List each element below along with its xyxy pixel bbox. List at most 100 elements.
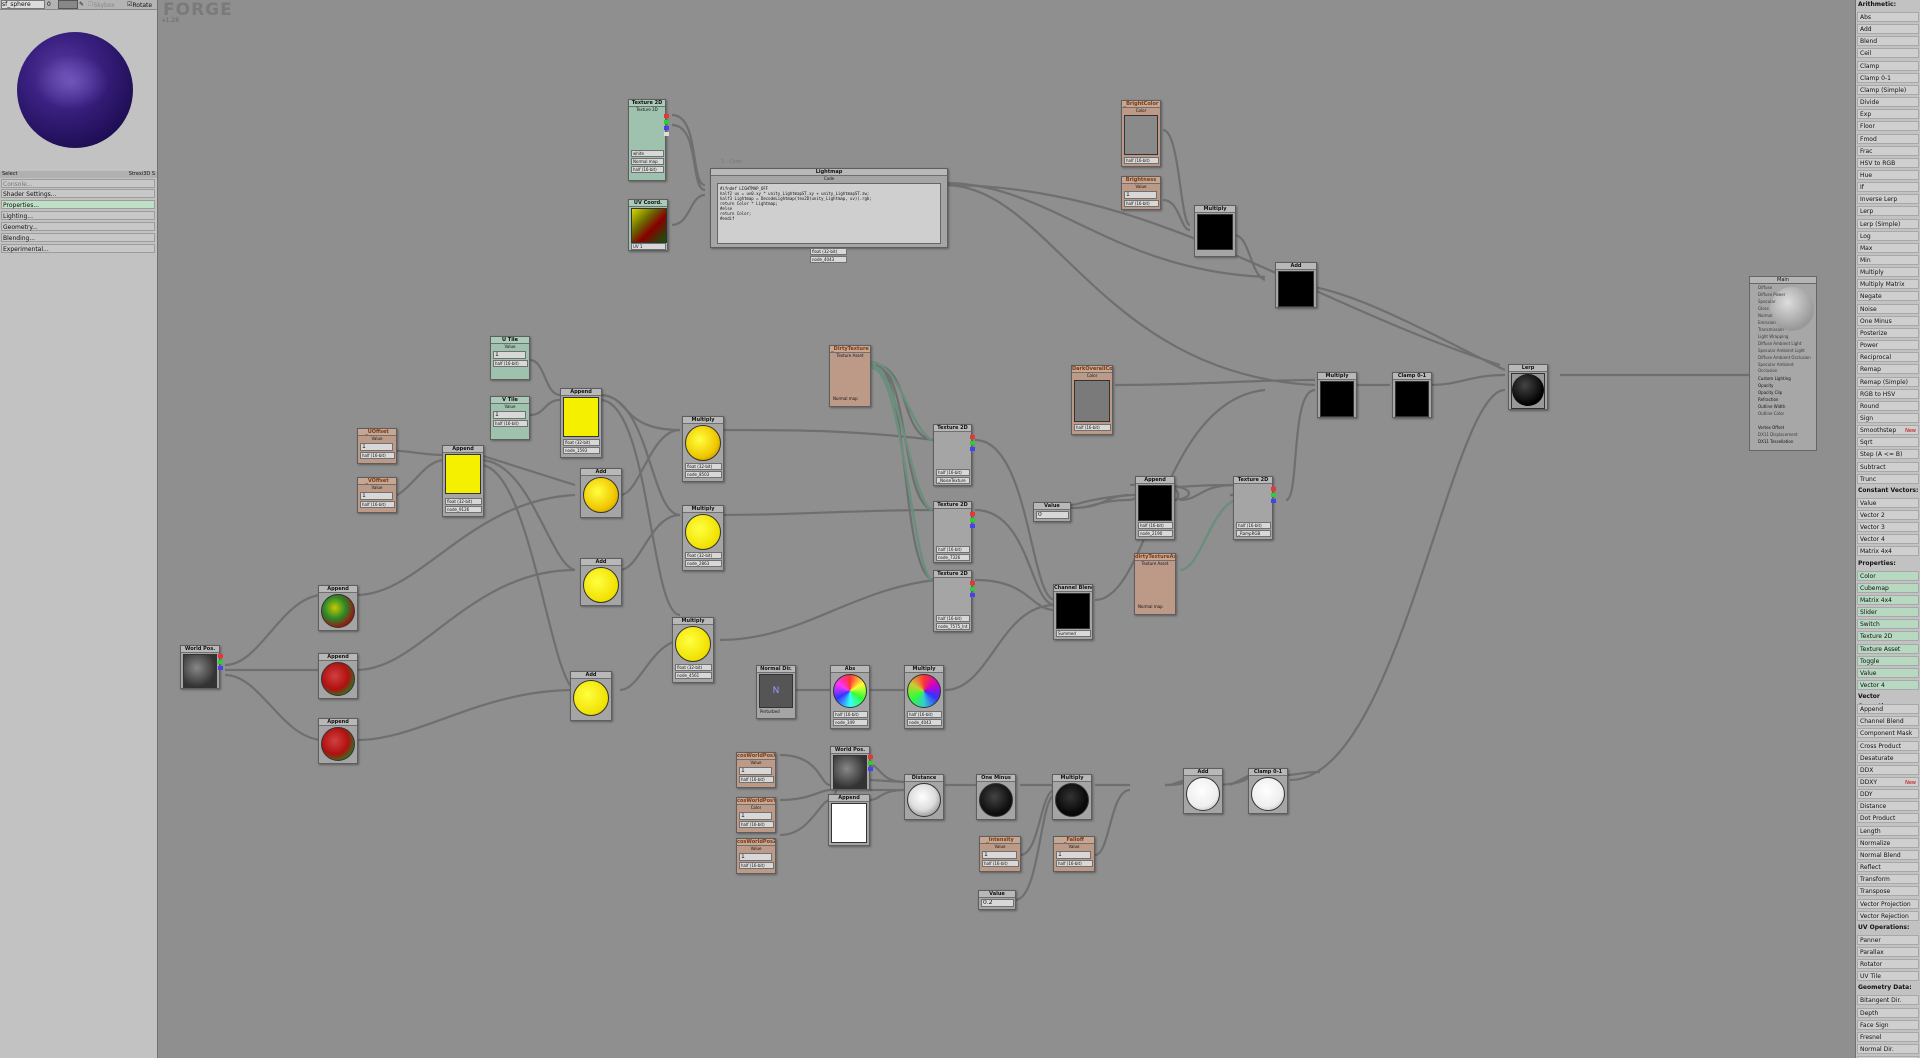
mesh-selector[interactable]: sf_sphere xyxy=(1,0,45,9)
node-library-item[interactable]: Subtract xyxy=(1857,461,1919,472)
worldpos-node[interactable]: World Pos. xyxy=(830,746,873,790)
precision-field[interactable]: half (16-bit) xyxy=(936,615,970,622)
lightmap-node-name[interactable]: node_4043 xyxy=(810,256,847,263)
value-field[interactable]: 1 xyxy=(982,851,1017,859)
perturbed-checkbox[interactable]: Perturbed xyxy=(760,709,780,714)
value-node[interactable]: Value 0.2 xyxy=(978,890,1016,910)
append-node[interactable]: Append xyxy=(318,653,358,699)
node-name-field[interactable]: node_2863 xyxy=(685,560,722,567)
precision-field[interactable]: half (16-bit) xyxy=(1056,860,1093,867)
output-row[interactable]: Custom Lighting xyxy=(1758,376,1791,381)
socket-r[interactable] xyxy=(970,435,975,439)
value-field[interactable]: 1 xyxy=(493,351,526,359)
experimental-tab[interactable]: Experimental... xyxy=(1,244,155,253)
socket-b[interactable] xyxy=(218,666,223,670)
node-library-item[interactable]: Texture 2D xyxy=(1857,631,1919,642)
value-node[interactable]: Value 0 xyxy=(1033,502,1071,522)
socket-r[interactable] xyxy=(1271,487,1276,491)
precision-field[interactable]: half (16-bit) xyxy=(1236,522,1271,529)
node-library-item[interactable]: Lerp (Simple) xyxy=(1857,218,1919,229)
socket-g[interactable] xyxy=(1271,493,1276,497)
node-library-item[interactable]: Face Sign xyxy=(1857,1019,1919,1030)
distance-node[interactable]: Distance xyxy=(904,774,944,820)
falloff-node[interactable]: _Falloff Value 1 half (16-bit) xyxy=(1053,836,1095,872)
node-library-item[interactable]: Normal Blend xyxy=(1857,849,1919,860)
node-library-item[interactable]: Fresnel xyxy=(1857,1031,1919,1042)
node-library-item[interactable]: Depth xyxy=(1857,1007,1919,1018)
texture2d-node[interactable]: Texture 2D half (16-bit) _NoiseTexture xyxy=(933,424,975,486)
output-row[interactable]: Transmission xyxy=(1758,327,1784,332)
value-field[interactable]: 1 xyxy=(360,492,393,500)
socket-r[interactable] xyxy=(970,581,975,585)
socket-r[interactable] xyxy=(970,512,975,516)
node-library-item[interactable]: Value xyxy=(1857,667,1919,678)
lightmap-precision[interactable]: float (32-bit) xyxy=(810,248,847,255)
output-row[interactable]: Normal xyxy=(1758,313,1773,318)
node-name-field[interactable]: _RampRGB xyxy=(1236,530,1271,537)
precision-field[interactable]: half (16-bit) xyxy=(833,711,868,718)
node-library-item[interactable]: Vector 4 xyxy=(1857,534,1919,545)
texture2d-node[interactable]: Texture 2D Texture 2D white Normal map h… xyxy=(628,99,669,181)
node-library-item[interactable]: Ceil xyxy=(1857,48,1919,59)
output-row[interactable]: Opacity Clip xyxy=(1758,390,1783,395)
oneminus-node[interactable]: One Minus xyxy=(976,774,1016,820)
multiply-node[interactable]: Multiply float (32-bit) node_8503 xyxy=(682,416,724,482)
output-row[interactable]: Specular Ambient Light xyxy=(1758,348,1805,353)
node-library-item[interactable]: Min xyxy=(1857,255,1919,265)
node-name-field[interactable]: node_349 xyxy=(833,719,868,726)
node-library-item[interactable]: Color xyxy=(1857,570,1919,581)
node-library-item[interactable]: DDY xyxy=(1857,789,1919,800)
eyedropper-icon[interactable]: ✎ xyxy=(79,1,85,8)
node-library-item[interactable]: Round xyxy=(1857,400,1919,411)
properties-tab[interactable]: Properties... xyxy=(1,200,155,209)
node-library-item[interactable]: Remap xyxy=(1857,364,1919,375)
node-library-item[interactable]: Distance xyxy=(1857,801,1919,812)
color-swatch[interactable] xyxy=(58,0,78,9)
normal-map-checkbox[interactable]: Normal map xyxy=(631,158,664,165)
node-name-field[interactable]: node_2190 xyxy=(1138,530,1173,537)
node-library-item[interactable]: One Minus xyxy=(1857,315,1919,326)
node-library-item[interactable]: Abs xyxy=(1857,12,1919,22)
output-row[interactable]: Emission xyxy=(1758,320,1776,325)
skybox-checkbox[interactable]: ☐ Skybox xyxy=(88,1,115,9)
dirtytexture-node[interactable]: _DirtyTexture Texture Asset Normal map xyxy=(829,345,871,407)
socket-g[interactable] xyxy=(218,660,223,664)
socket-b[interactable] xyxy=(970,524,975,528)
precision-field[interactable]: half (16-bit) xyxy=(739,776,774,783)
node-library-item[interactable]: Hue xyxy=(1857,169,1919,180)
preview-sphere[interactable] xyxy=(17,32,133,148)
socket-b[interactable] xyxy=(970,447,975,451)
node-library-item[interactable]: Remap (Simple) xyxy=(1857,376,1919,387)
node-library-item[interactable]: Cubemap xyxy=(1857,582,1919,593)
precision-field[interactable]: half (16-bit) xyxy=(982,860,1019,867)
socket-b[interactable] xyxy=(970,593,975,597)
node-library-item[interactable]: Vector 3 xyxy=(1857,522,1919,533)
uv-channel-select[interactable]: UV 1 xyxy=(631,243,666,250)
socket-a[interactable] xyxy=(664,132,669,136)
clamp-node[interactable]: Clamp 0-1 xyxy=(1248,768,1288,814)
node-library-item[interactable]: Normalize xyxy=(1857,837,1919,848)
node-library-item[interactable]: Bitangent Dir. xyxy=(1857,995,1919,1006)
code-editor[interactable]: #ifndef LIGHTMAP_OFF half2 uv = uv0.xy *… xyxy=(717,183,941,244)
node-name-field[interactable]: node_1593 xyxy=(563,447,600,454)
append-node[interactable]: Append half (16-bit) node_2190 xyxy=(1135,476,1175,540)
append-node[interactable]: Append xyxy=(318,585,358,631)
node-library-item[interactable]: Sign xyxy=(1857,412,1919,423)
main-output-node[interactable]: Main Diffuse Diffuse Power Specular Glos… xyxy=(1749,276,1817,451)
precision-field[interactable]: half (16-bit) xyxy=(1138,522,1173,529)
multiply-node[interactable]: Multiply float (32-bit) node_2863 xyxy=(682,505,724,571)
precision-field[interactable]: half (16-bit) xyxy=(360,501,395,508)
node-library-item[interactable]: Negate xyxy=(1857,291,1919,302)
socket-b[interactable] xyxy=(1271,499,1276,503)
node-name-field[interactable]: _NoiseTexture xyxy=(936,477,970,484)
socket-g[interactable] xyxy=(970,587,975,591)
node-library-item[interactable]: Component Mask xyxy=(1857,728,1919,739)
precision-field[interactable]: half (16-bit) xyxy=(1124,157,1159,164)
node-library-item[interactable]: UV Tile xyxy=(1857,971,1919,982)
socket-g[interactable] xyxy=(970,441,975,445)
multiply-node[interactable]: Multiply xyxy=(1194,205,1236,257)
node-library-item[interactable]: Multiply xyxy=(1857,267,1919,278)
node-library-item[interactable]: Divide xyxy=(1857,97,1919,108)
socket-r[interactable] xyxy=(868,755,873,759)
